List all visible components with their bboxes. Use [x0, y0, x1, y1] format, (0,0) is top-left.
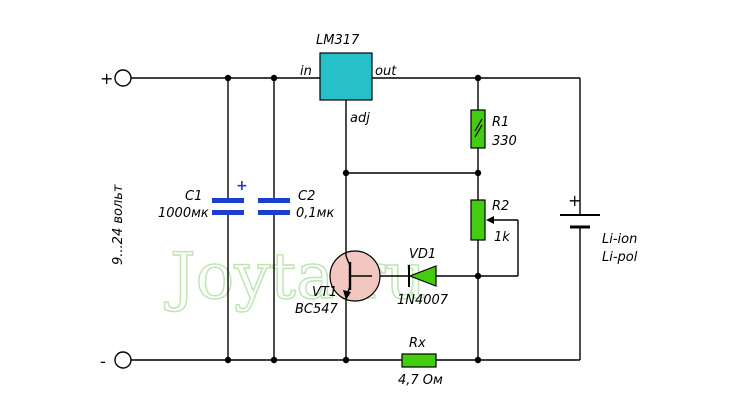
vd1-name: VD1: [409, 247, 436, 262]
watermark: Joyta.ru: [164, 240, 426, 314]
input-voltage-label: 9...24 вольт: [111, 184, 126, 265]
lm317-regulator: [319, 52, 373, 101]
r1-value: 330: [492, 134, 517, 149]
battery-label-line2: Li-pol: [602, 250, 638, 265]
junctions: [224, 74, 482, 364]
r2-value: 1k: [494, 230, 510, 245]
minus-terminal: [114, 351, 132, 369]
c1-name: C1: [185, 189, 202, 204]
plus-sign: +: [100, 69, 113, 88]
minus-sign: -: [100, 352, 106, 371]
vt1-name: VT1: [312, 285, 337, 300]
lm317-in-label: in: [300, 64, 312, 79]
battery-label-line1: Li-ion: [602, 232, 637, 247]
plus-terminal: [114, 69, 132, 87]
lm317-out-label: out: [375, 64, 397, 79]
resistor-r2: [470, 199, 519, 360]
capacitor-c2: [258, 78, 290, 360]
c1-value: 1000мк: [158, 206, 209, 221]
c2-name: C2: [298, 189, 315, 204]
rx-name: Rx: [409, 336, 426, 351]
r2-name: R2: [492, 199, 509, 214]
transistor-vt1: [329, 248, 381, 360]
resistor-rx: [401, 353, 437, 368]
vd1-model: 1N4007: [397, 293, 449, 308]
bottom-rail: [131, 227, 581, 361]
battery-plus-sign: +: [568, 191, 581, 210]
capacitor-c1: [212, 78, 244, 360]
vt1-model: BC547: [295, 302, 339, 317]
c2-value: 0,1мк: [296, 206, 334, 221]
battery: [560, 214, 600, 229]
c1-polarity-sign: +: [236, 178, 248, 194]
rx-value: 4,7 Ом: [398, 373, 443, 388]
resistor-r1: [470, 78, 486, 200]
lm317-adj-label: adj: [350, 111, 370, 126]
r1-name: R1: [492, 115, 509, 130]
lm317-name: LM317: [316, 33, 360, 48]
